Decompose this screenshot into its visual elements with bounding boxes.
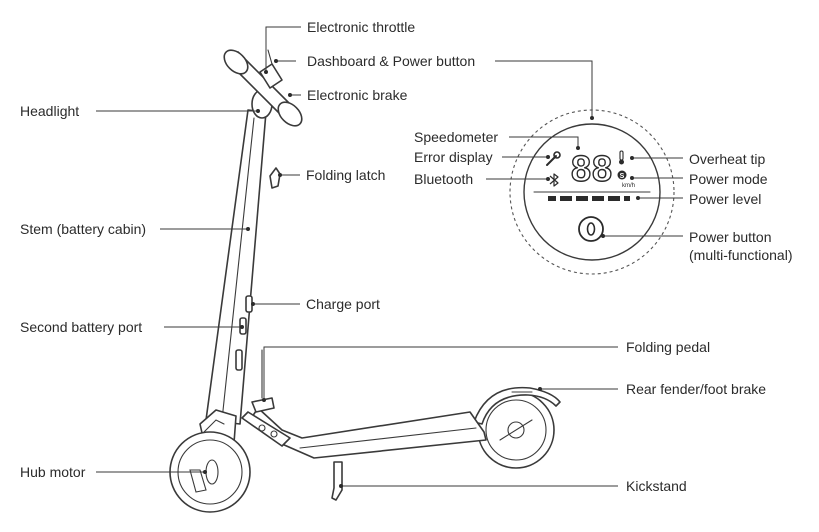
scooter-illustration (169, 49, 561, 513)
power-level-bars (548, 196, 630, 201)
label-speedometer: Speedometer (414, 129, 498, 145)
label-second-battery-port: Second battery port (20, 319, 142, 335)
speed-unit: km/h (622, 183, 635, 189)
label-power-level: Power level (689, 191, 761, 207)
label-charge-port: Charge port (306, 296, 380, 312)
svg-text:S: S (620, 173, 625, 180)
thermometer-icon (619, 150, 624, 165)
label-headlight: Headlight (20, 103, 79, 119)
rear-fender (473, 386, 561, 425)
wrench-icon (546, 151, 561, 166)
front-wheel (169, 431, 251, 513)
callout-labels: Electronic throttle Dashboard & Power bu… (20, 19, 792, 494)
label-overheat-tip: Overheat tip (689, 151, 765, 167)
bluetooth-icon (549, 173, 559, 187)
label-error-display: Error display (414, 149, 493, 165)
label-dashboard-power: Dashboard & Power button (307, 53, 475, 69)
stem (205, 109, 267, 425)
kickstand (331, 461, 343, 501)
dashboard-power-button (578, 216, 604, 242)
power-mode-icon: S (617, 170, 627, 180)
speed-digits: 88 (571, 148, 613, 189)
label-electronic-brake: Electronic brake (307, 87, 408, 103)
label-rear-fender: Rear fender/foot brake (626, 381, 766, 397)
label-electronic-throttle: Electronic throttle (307, 19, 415, 35)
label-power-button-sub: (multi-functional) (689, 247, 792, 263)
label-power-button: Power button (689, 229, 772, 245)
label-stem: Stem (battery cabin) (20, 221, 146, 237)
label-folding-pedal: Folding pedal (626, 339, 710, 355)
label-hub-motor: Hub motor (20, 464, 86, 480)
label-kickstand: Kickstand (626, 478, 687, 494)
label-power-mode: Power mode (689, 171, 768, 187)
dashboard-detail: 88 km/h S (509, 109, 675, 275)
callout-lines (96, 26, 683, 488)
label-folding-latch: Folding latch (306, 167, 385, 183)
folding-latch-part (269, 167, 281, 189)
label-bluetooth: Bluetooth (414, 171, 473, 187)
deck (249, 407, 487, 459)
